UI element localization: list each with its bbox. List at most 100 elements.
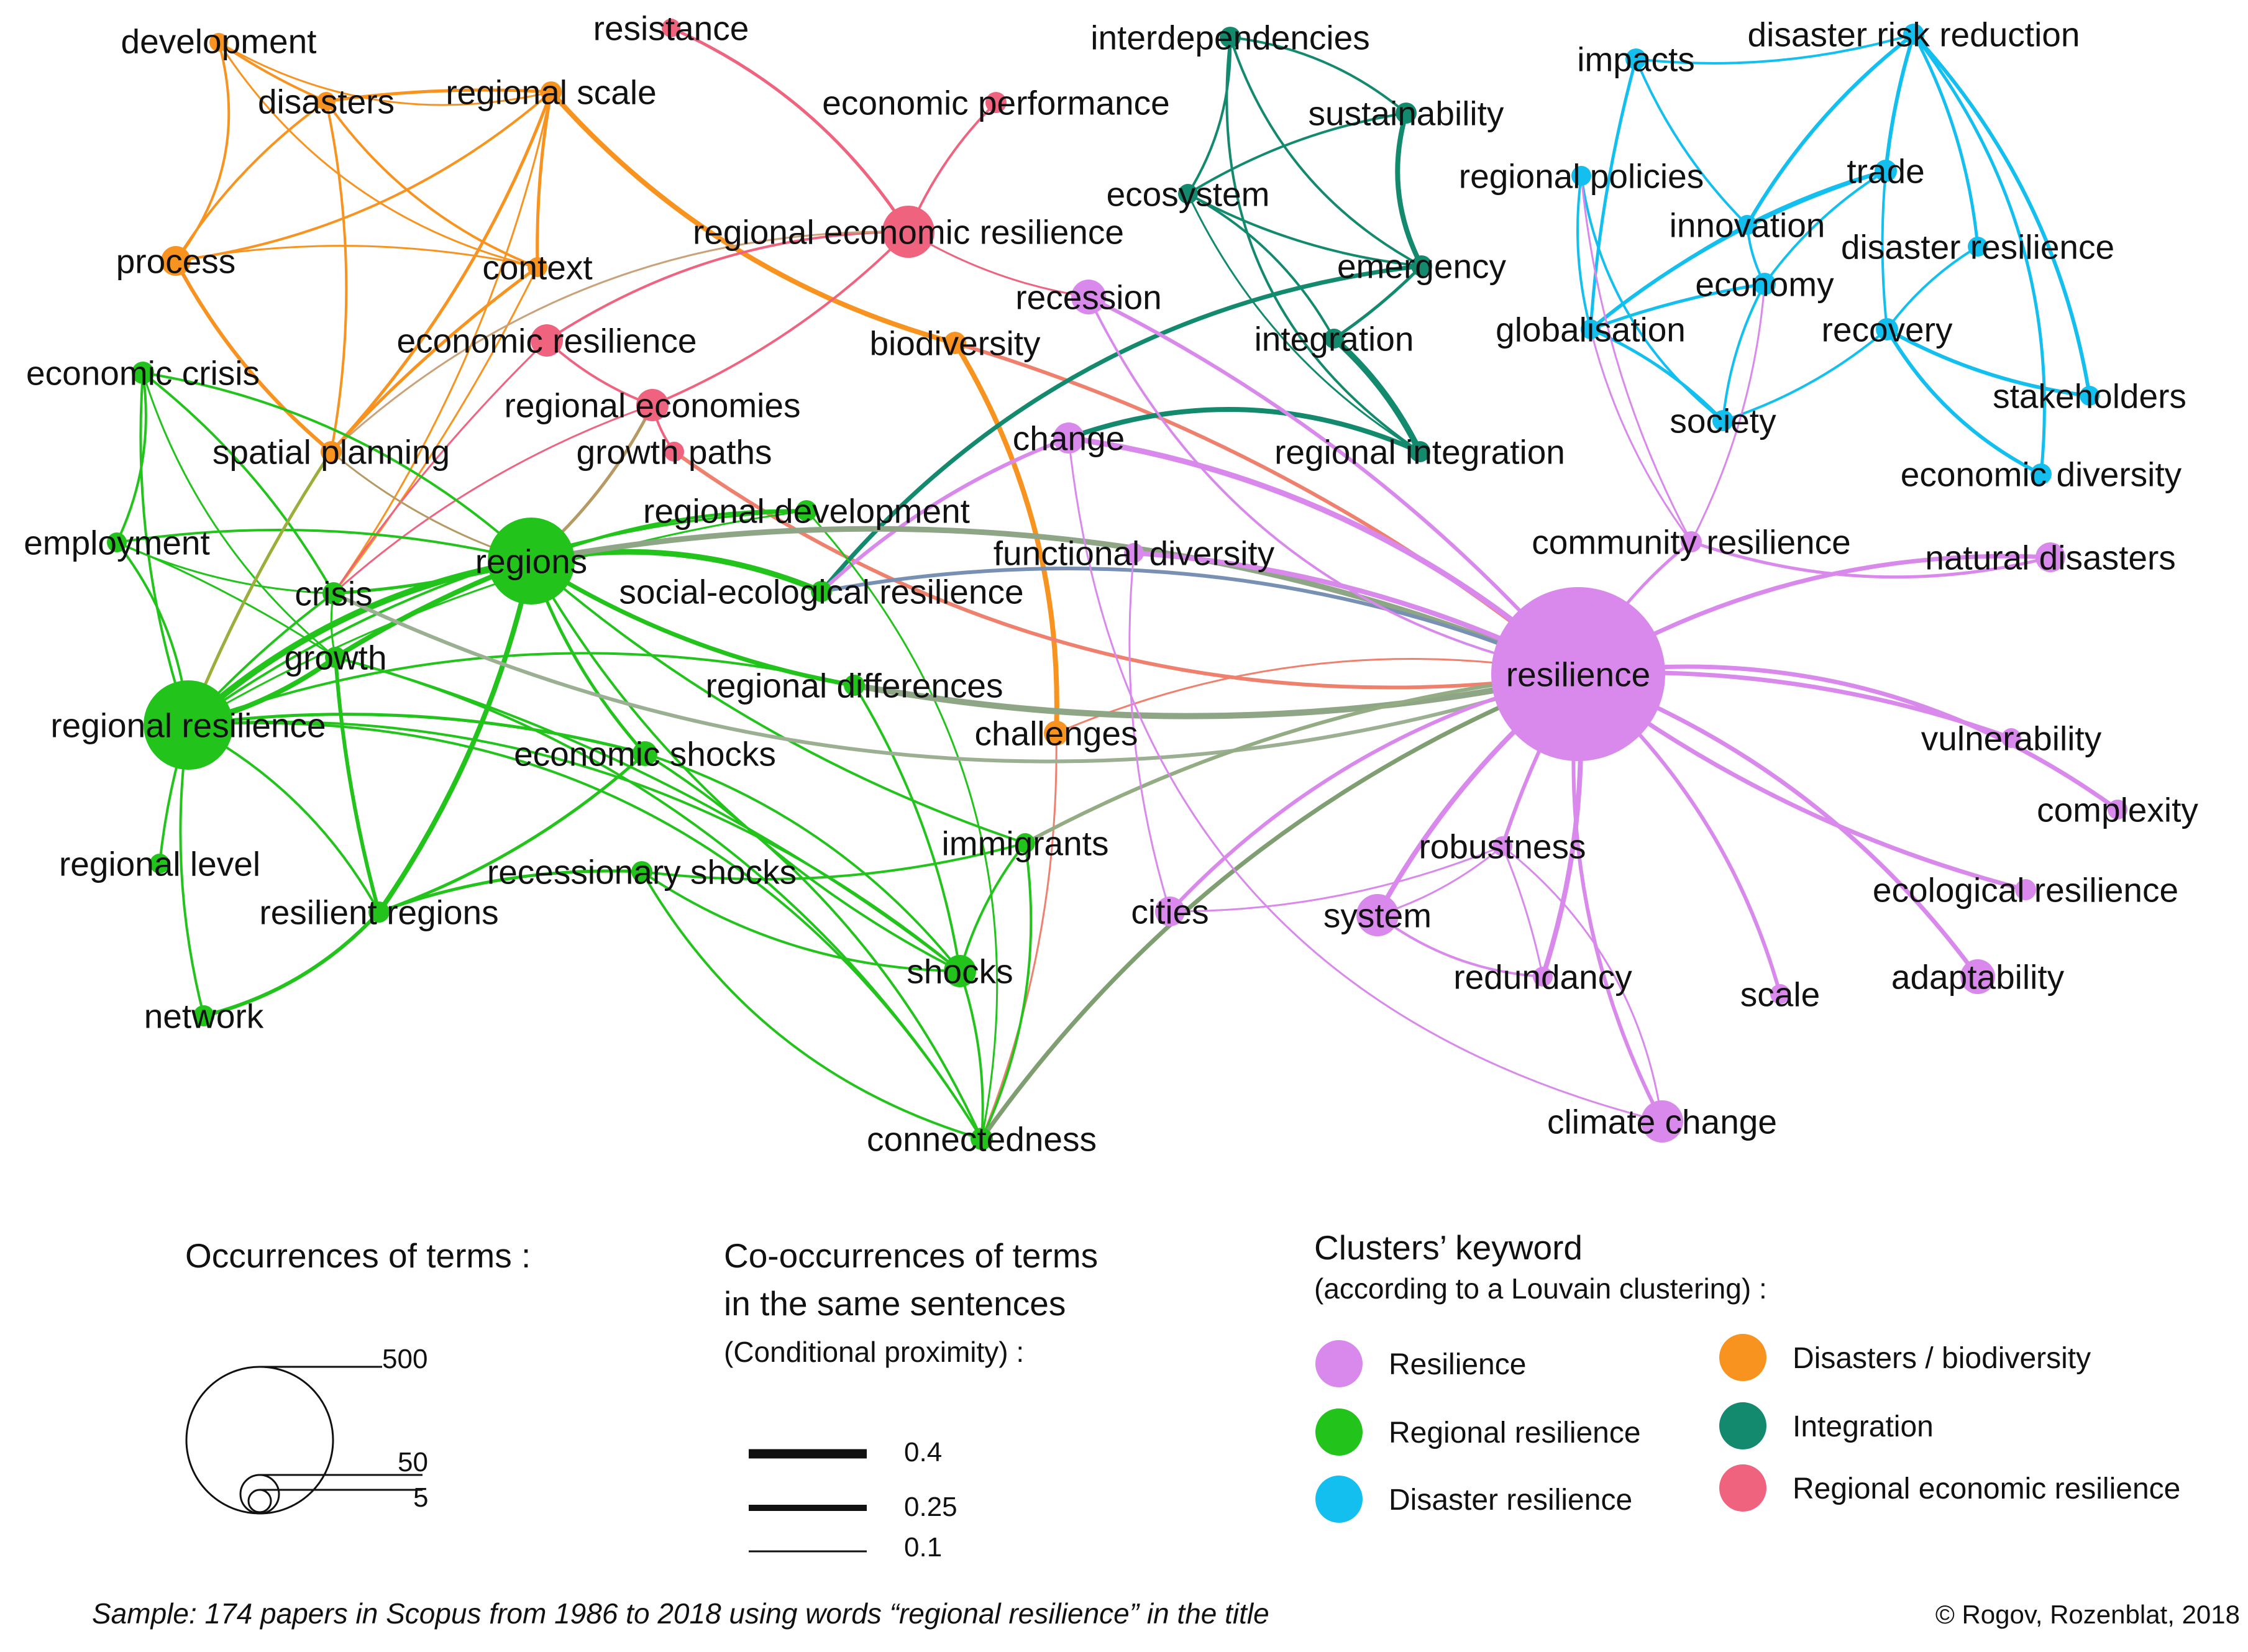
node-label-regions: regions: [475, 542, 587, 580]
edge-integration-regional_integration: [1331, 335, 1423, 455]
node-trade: [1875, 160, 1897, 182]
legend-cooc-value-0.4: 0.4: [904, 1437, 942, 1467]
node-label-cities: cities: [1131, 892, 1209, 931]
node-impacts: [1625, 48, 1647, 70]
edge-regional_scale-biodiversity: [549, 89, 957, 345]
node-growth-paths: [664, 442, 684, 462]
edge-regional_resilience-regional_development: [187, 509, 808, 726]
node-label-spatial-planning: spatial planning: [212, 432, 450, 471]
edge-impacts-disaster_risk_reduction: [1635, 33, 1915, 65]
legend-dot-integration: [1719, 1402, 1766, 1449]
legend-label-disasters-biodiversity: Disasters / biodiversity: [1793, 1342, 2091, 1375]
edge-functional_diversity-cities: [1128, 552, 1171, 913]
node-label-economic-shocks: economic shocks: [514, 734, 776, 773]
node-adaptability: [1960, 959, 1995, 994]
node-label-regional-economic-resilience: regional economic resilience: [693, 212, 1124, 251]
edge-sustainability-emergency: [1395, 111, 1424, 268]
legend-cooccurrences: Co-occurrences of terms in the same sent…: [724, 1236, 1098, 1563]
edge-process-regional_scale: [175, 91, 552, 262]
node-scale: [1770, 984, 1790, 1004]
edge-regions-immigrants: [530, 560, 1026, 844]
node-change: [1053, 422, 1084, 454]
node-label-ecosystem: ecosystem: [1107, 175, 1270, 213]
edge-disaster_risk_reduction-disaster_resilience: [1912, 32, 1980, 249]
legend-label-disaster-resilience: Disaster resilience: [1389, 1484, 1632, 1517]
edge-resilience-connectedness: [979, 672, 1581, 1141]
edge-disaster_resilience-recovery: [1886, 245, 1979, 331]
edge-disasters-context: [325, 100, 539, 268]
node-label-connectedness: connectedness: [867, 1120, 1097, 1158]
node-connectedness: [971, 1128, 993, 1150]
node-label-vulnerability: vulnerability: [1921, 719, 2102, 757]
node-recession: [1071, 280, 1106, 314]
node-complexity: [2108, 800, 2127, 819]
node-label-climate-change: climate change: [1547, 1102, 1777, 1141]
node-robustness: [1492, 836, 1512, 856]
edge-resilient_regions-growth: [334, 655, 381, 914]
edge-trade-economy: [1763, 170, 1887, 285]
edge-development-process: [175, 41, 231, 262]
node-label-complexity: complexity: [2037, 790, 2198, 829]
legend-dot-regional-resilience: [1315, 1408, 1363, 1456]
legend-label-regional-economic-resilience: Regional economic resilience: [1793, 1472, 2180, 1505]
node-label-trade: trade: [1847, 152, 1924, 190]
node-label-economic-crisis: economic crisis: [26, 354, 260, 392]
node-label-crisis: crisis: [295, 574, 372, 613]
edge-economic_crisis-regions: [142, 372, 532, 562]
node-label-immigrants: immigrants: [942, 824, 1109, 862]
node-system: [1356, 894, 1399, 936]
node-network: [193, 1005, 214, 1026]
node-regions: [488, 518, 575, 605]
node-label-stakeholders: stakeholders: [1993, 376, 2186, 415]
edge-recovery-economic_diversity: [1885, 327, 2043, 476]
edge-biodiversity-challenges: [953, 340, 1059, 736]
node-label-regional-resilience: regional resilience: [50, 706, 326, 744]
node-label-redundancy: redundancy: [1453, 957, 1632, 996]
edge-regional_policies-society: [1580, 175, 1724, 422]
edge-system-redundancy: [1376, 914, 1544, 978]
edge-interdependencies-regional_integration: [1225, 36, 1421, 453]
edge-regional_economic_resilience-economic_resilience: [546, 230, 910, 342]
edge-interdependencies-ecosystem: [1187, 36, 1232, 195]
legend-circle-50: [239, 1474, 280, 1515]
node-label-sustainability: sustainability: [1309, 94, 1504, 132]
edge-social_ecological_resilience-resilience: [820, 567, 1580, 676]
node-label-recessionary-shocks: recessionary shocks: [487, 852, 797, 891]
edge-economy-globalisation: [1589, 282, 1766, 331]
node-label-growth: growth: [284, 638, 386, 677]
edge-disasters-regional_scale: [324, 88, 553, 103]
node-label-economy: economy: [1695, 265, 1834, 303]
node-regional-level: [150, 854, 170, 874]
edge-regional_resilience-economic_shocks: [186, 713, 647, 755]
edge-recessionary_shocks-shocks: [641, 870, 961, 972]
node-label-regional-policies: regional policies: [1459, 157, 1704, 195]
edge-disasters-process: [175, 100, 327, 262]
edge-emergency-integration: [1332, 264, 1423, 340]
node-label-regional-level: regional level: [59, 844, 260, 883]
node-economic-shocks: [633, 741, 657, 766]
node-economic-performance: [985, 92, 1007, 113]
footer-credit: © Rogov, Rozenblat, 2018: [1935, 1600, 2240, 1629]
node-regional-integration: [1409, 441, 1430, 462]
edge-impacts-innovation: [1635, 58, 1748, 226]
node-recessionary-shocks: [631, 861, 652, 882]
edge-recovery-stakeholders: [1885, 327, 2091, 398]
edge-regional_differences-shocks: [853, 684, 961, 972]
edge-ecosystem-regional_integration: [1187, 193, 1421, 453]
edge-cities-robustness: [1169, 845, 1504, 913]
node-ecosystem: [1178, 184, 1198, 204]
node-emergency: [1411, 255, 1432, 276]
node-label-challenges: challenges: [975, 714, 1138, 752]
edge-robustness-redundancy: [1501, 845, 1544, 978]
node-label-natural-disasters: natural disasters: [1925, 538, 2176, 577]
node-resilient-regions: [368, 901, 390, 923]
node-regional-policies: [1571, 166, 1591, 186]
node-label-disasters: disasters: [258, 82, 395, 121]
edge-shocks-connectedness: [959, 970, 984, 1140]
node-biodiversity: [944, 332, 966, 354]
node-climate-change: [1641, 1100, 1683, 1143]
node-label-regional-differences: regional differences: [705, 666, 1003, 705]
node-label-regional-scale: regional scale: [445, 73, 656, 111]
node-disaster-risk-reduction: [1903, 24, 1924, 45]
